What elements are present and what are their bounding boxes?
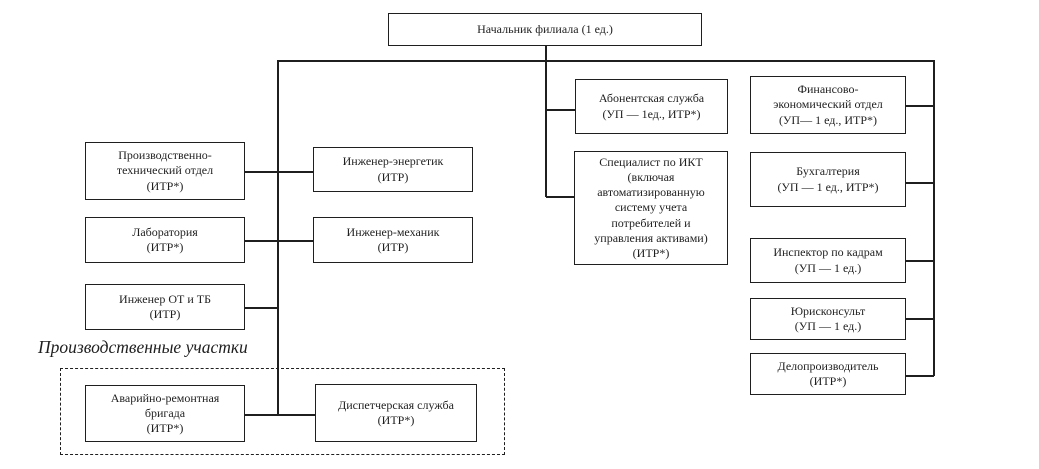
connector-line <box>545 45 547 197</box>
connector-line <box>906 182 934 184</box>
connector-line <box>906 375 934 377</box>
node-mechanical-engineer: Инженер-механик (ИТР) <box>313 217 473 263</box>
connector-line <box>906 260 934 262</box>
node-legal-counsel: Юрисконсульт (УП — 1 ед.) <box>750 298 906 340</box>
node-clerk: Делопроизводитель (ИТР*) <box>750 353 906 395</box>
production-sections-group <box>60 368 505 455</box>
node-power-engineer: Инженер-энергетик (ИТР) <box>313 147 473 192</box>
node-laboratory: Лаборатория (ИТР*) <box>85 217 245 263</box>
connector-line <box>906 105 934 107</box>
connector-line <box>546 196 574 198</box>
connector-line <box>245 240 313 242</box>
node-emergency-repair-crew: Аварийно-ремонтная бригада (ИТР*) <box>85 385 245 442</box>
connector-line <box>245 171 313 173</box>
connector-line <box>245 307 278 309</box>
connector-line <box>933 60 935 376</box>
node-safety-engineer: Инженер ОТ и ТБ (ИТР) <box>85 284 245 330</box>
node-accounting: Бухгалтерия (УП — 1 ед., ИТР*) <box>750 152 906 207</box>
connector-line <box>245 414 315 416</box>
connector-line <box>906 318 934 320</box>
connector-line <box>277 60 934 62</box>
connector-line <box>277 60 279 415</box>
node-production-technical-dept: Производственно- технический отдел (ИТР*… <box>85 142 245 200</box>
node-finance-economic-dept: Финансово- экономический отдел (УП— 1 ед… <box>750 76 906 134</box>
node-hr-inspector: Инспектор по кадрам (УП — 1 ед.) <box>750 238 906 283</box>
node-ict-specialist: Специалист по ИКТ (включая автоматизиров… <box>574 151 728 265</box>
connector-line <box>546 109 575 111</box>
production-sections-label: Производственные участки <box>38 337 248 357</box>
node-branch-head: Начальник филиала (1 ед.) <box>388 13 702 46</box>
node-dispatch-service: Диспетчерская служба (ИТР*) <box>315 384 477 442</box>
node-subscriber-service: Абонентская служба (УП — 1ед., ИТР*) <box>575 79 728 134</box>
